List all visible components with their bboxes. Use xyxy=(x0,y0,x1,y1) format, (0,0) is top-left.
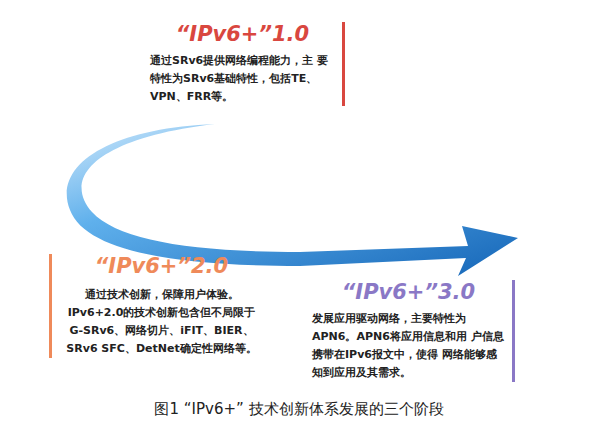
stage-heading: “IPv6+”3.0 xyxy=(312,280,505,304)
stage-block: “IPv6+”2.0 通过技术创新，保障用户体验。 IPv6+2.0的技术创新包含… xyxy=(49,254,264,358)
figure-caption: 图1 “IPv6+” 技术创新体系发展的三个阶段 xyxy=(0,400,598,419)
stage-block: “IPv6+”1.0 通过SRv6提供网络编程能力，主 要特性为SRv6基础特性，… xyxy=(150,22,345,106)
stage-heading: “IPv6+”1.0 xyxy=(150,22,335,46)
stage-description: 发展应用驱动网络，主要特性为 APN6。APN6将应用信息和用 户信息携带在IP… xyxy=(312,310,505,382)
stage-description: 通过技术创新，保障用户体验。 IPv6+2.0的技术创新包含但不局限于 G-SR… xyxy=(59,286,264,358)
curved-arrow xyxy=(67,124,518,276)
accent-bar xyxy=(49,254,52,358)
accent-bar xyxy=(512,280,515,382)
stage-heading: “IPv6+”2.0 xyxy=(59,254,264,278)
arrow-highlight xyxy=(100,130,200,208)
stage-block: “IPv6+”3.0 发展应用驱动网络，主要特性为 APN6。APN6将应用信息和… xyxy=(312,280,515,382)
accent-bar xyxy=(342,22,345,106)
stage-description: 通过SRv6提供网络编程能力，主 要特性为SRv6基础特性，包括TE、 VPN、… xyxy=(150,52,335,106)
